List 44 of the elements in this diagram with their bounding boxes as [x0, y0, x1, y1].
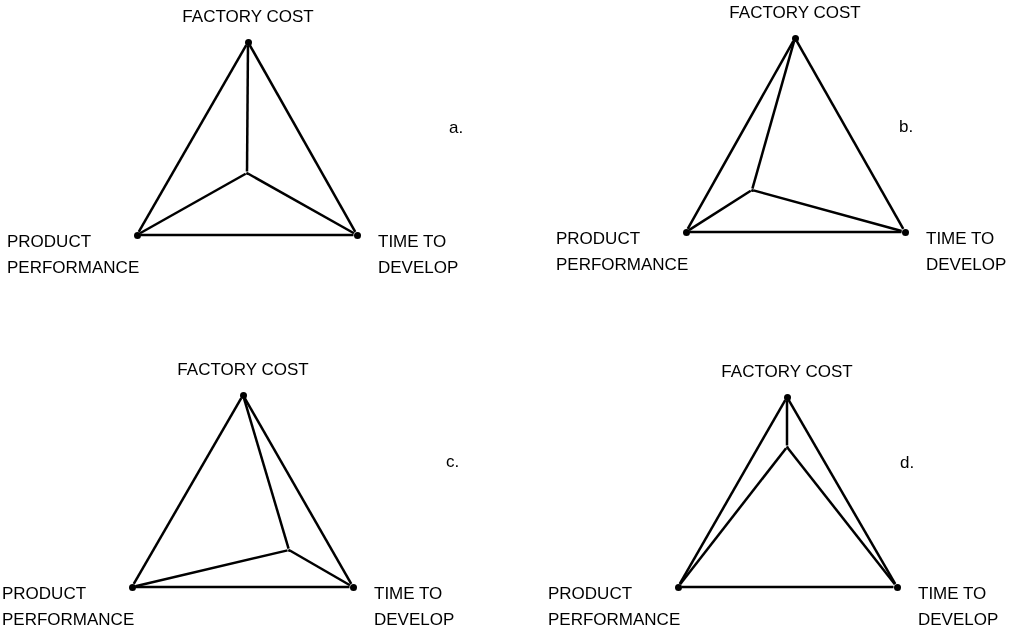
line — [689, 230, 902, 234]
junction-point — [245, 171, 249, 175]
axis-label: FACTORY COST — [720, 361, 854, 383]
panel-letter: d. — [900, 453, 915, 473]
axis-label: FACTORY COST — [728, 2, 862, 24]
panel-letter: c. — [446, 452, 460, 472]
line — [289, 549, 351, 587]
axis-label: PRODUCT PERFORMANCE — [7, 231, 141, 279]
line — [140, 233, 354, 237]
line — [686, 40, 795, 230]
line — [688, 189, 752, 232]
line — [245, 45, 250, 172]
line — [135, 549, 288, 588]
line — [753, 189, 902, 233]
axis-label: TIME TO DEVELOP — [378, 231, 460, 279]
line — [678, 399, 787, 585]
line — [135, 585, 350, 589]
line — [243, 397, 353, 585]
line — [679, 447, 788, 585]
junction-point — [750, 188, 754, 192]
line — [787, 399, 897, 585]
axis-label: TIME TO DEVELOP — [374, 583, 456, 631]
line — [751, 41, 796, 189]
line — [786, 447, 896, 586]
line — [248, 44, 357, 233]
axis-label: FACTORY COST — [181, 6, 315, 28]
junction-point — [287, 548, 291, 552]
panel-letter: a. — [449, 118, 464, 138]
axis-label: PRODUCT PERFORMANCE — [556, 228, 690, 276]
line — [795, 40, 905, 230]
axis-label: TIME TO DEVELOP — [918, 583, 1000, 631]
line — [247, 172, 355, 235]
axis-label: PRODUCT PERFORMANCE — [2, 583, 136, 631]
axis-label: PRODUCT PERFORMANCE — [548, 583, 682, 631]
line — [132, 397, 243, 585]
axis-label: FACTORY COST — [176, 359, 310, 381]
panel-letter: b. — [899, 117, 914, 137]
axis-label: TIME TO DEVELOP — [926, 228, 1008, 276]
line — [681, 585, 894, 589]
line — [139, 172, 247, 235]
line — [242, 398, 290, 549]
junction-point — [785, 445, 789, 449]
line — [785, 400, 789, 446]
line — [137, 44, 248, 233]
